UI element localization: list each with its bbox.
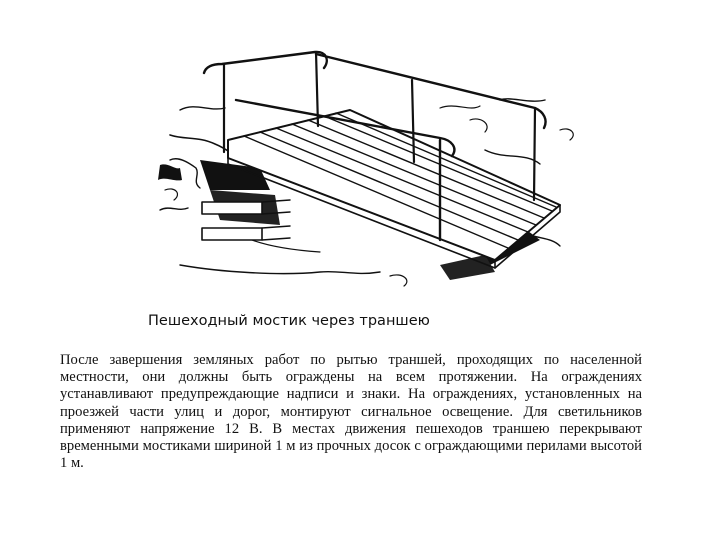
body-paragraph: После завершения земляных работ по рытью…: [60, 352, 642, 472]
footbridge-illustration: [140, 40, 590, 290]
footbridge-drawing: [158, 50, 574, 287]
figure-caption: Пешеходный мостик через траншею: [148, 313, 430, 329]
